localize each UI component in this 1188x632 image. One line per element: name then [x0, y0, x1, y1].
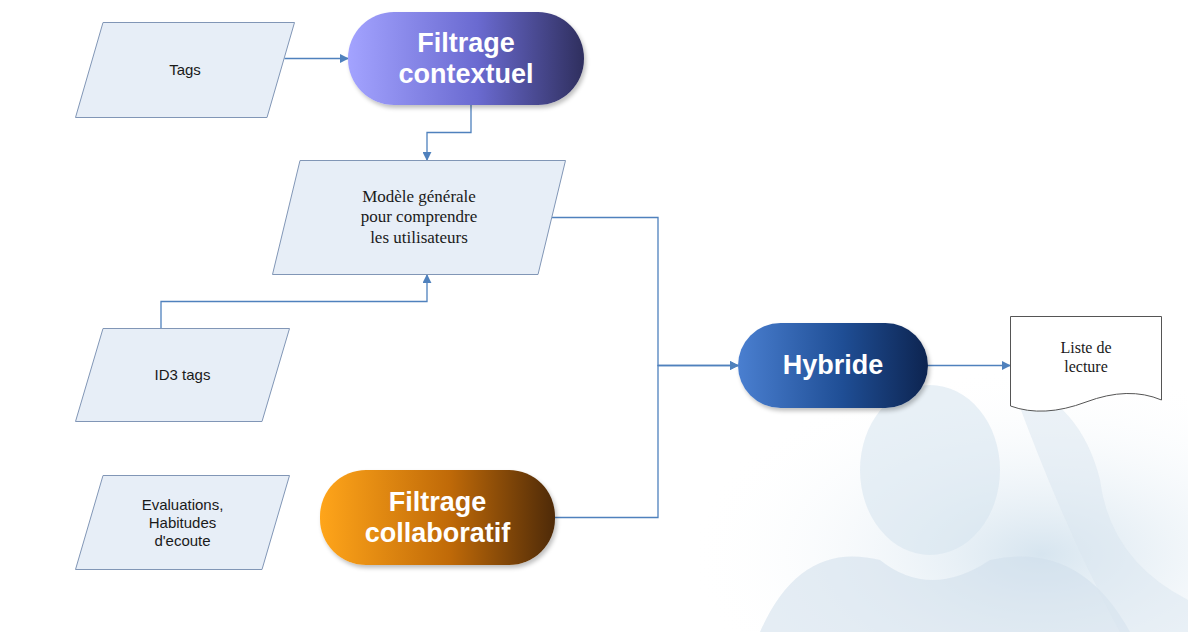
- node-text: Evaluations, Habitudes d'ecoute: [133, 496, 233, 550]
- flow-arrow: [928, 365, 1010, 366]
- input-data: Evaluations, Habitudes d'ecoute: [75, 475, 290, 570]
- flow-arrow: [555, 366, 738, 518]
- flow-arrow: [161, 275, 427, 328]
- node-text: Liste de lecture: [1039, 338, 1134, 376]
- process-pill: Filtrage contextuel: [348, 12, 584, 105]
- process-pill: Hybride: [738, 323, 928, 408]
- input-data: Modèle générale pour comprendre les util…: [272, 160, 566, 275]
- document-shape: Liste de lecture: [1010, 316, 1162, 414]
- node-text: Filtrage collaboratif: [350, 487, 525, 547]
- process-pill: Filtrage collaboratif: [320, 470, 555, 565]
- node-text: Tags: [169, 61, 201, 79]
- node-text: Hybride: [783, 350, 884, 380]
- node-text: Filtrage contextuel: [379, 28, 554, 88]
- node-text: ID3 tags: [155, 366, 211, 384]
- flow-arrow: [427, 105, 471, 160]
- flow-arrow: [284, 58, 348, 59]
- node-text: Modèle générale pour comprendre les util…: [352, 187, 487, 248]
- input-data: ID3 tags: [75, 328, 290, 422]
- input-data: Tags: [75, 22, 295, 118]
- flow-arrow: [552, 218, 738, 366]
